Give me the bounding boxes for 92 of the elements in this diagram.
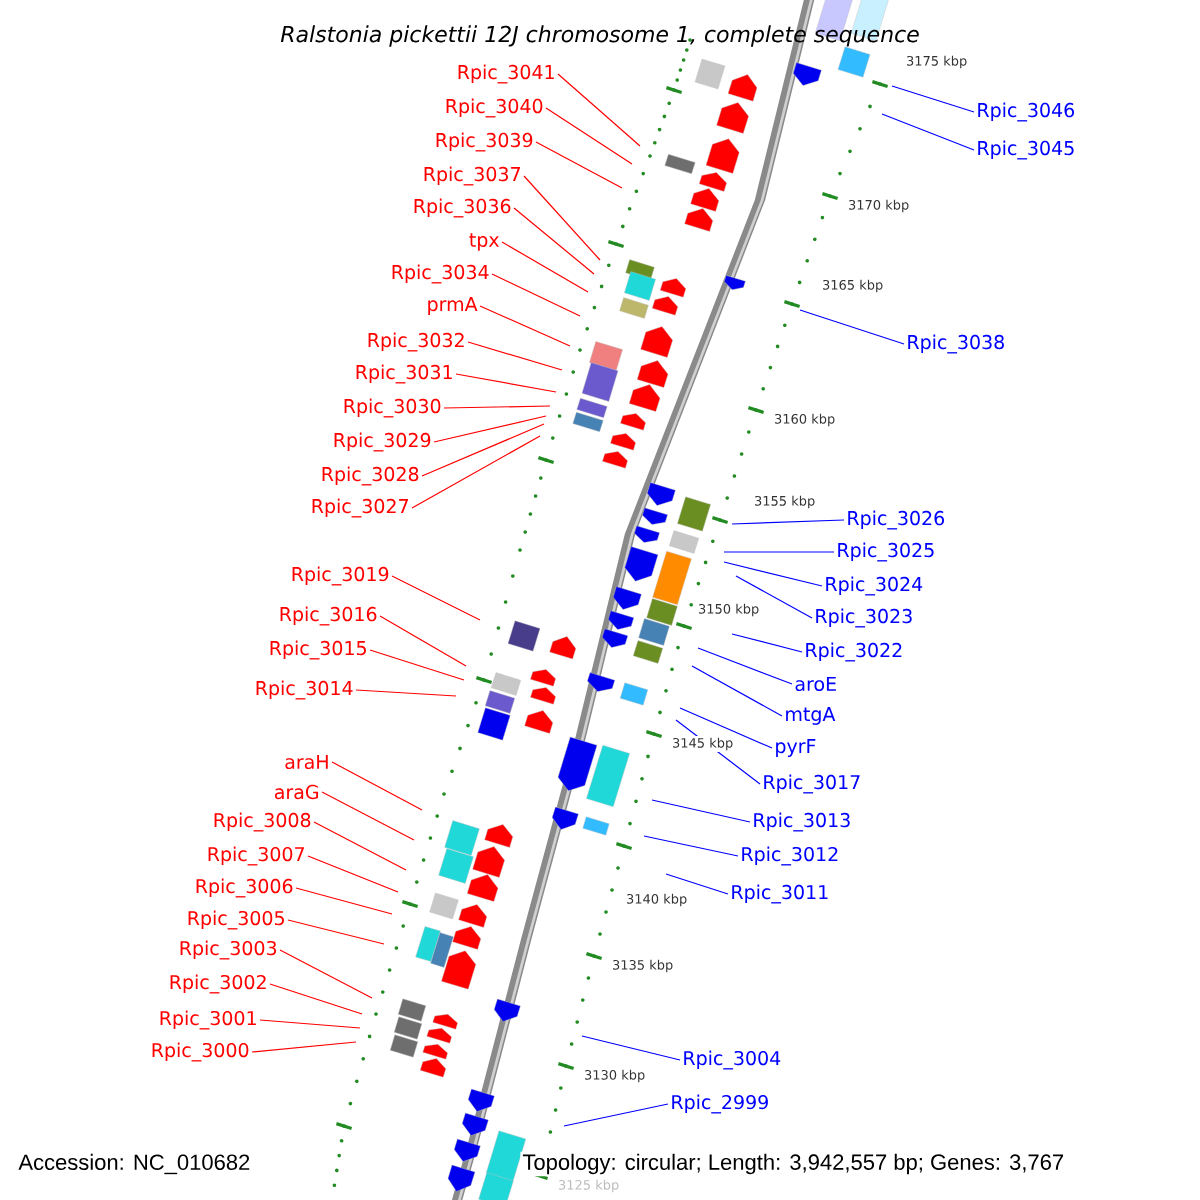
gene-label: Rpic_3030 [344,398,441,418]
leader-line [411,435,541,509]
leader-line [279,949,373,999]
leader-line [331,761,423,811]
leader-line [581,1035,681,1061]
leader-line [307,855,399,893]
leader-line [545,107,633,165]
leader-line [251,1041,357,1053]
leader-line [535,141,623,189]
leader-line [259,1019,361,1029]
gene-label: Rpic_3005 [188,910,284,930]
gene-label: Rpic_3015 [270,640,366,660]
gene-label: Rpic_3045 [978,140,1074,160]
leader-line [891,85,975,113]
leader-line [467,341,563,371]
gene-label: pyrF [776,739,816,757]
gene-label: Rpic_3040 [446,98,543,118]
gene-label: mtgA [786,707,836,725]
gene-label: Rpic_3024 [826,576,923,596]
leader-line [433,415,547,443]
leader-line [723,561,823,587]
gene-label: Rpic_3038 [908,334,1004,354]
gene-label: Rpic_3017 [764,774,860,794]
gene-label: Rpic_3008 [214,812,311,832]
gene-label: Rpic_3006 [196,878,293,898]
leader-line [523,175,601,261]
leader-line [321,791,415,841]
gene-label: Rpic_3002 [170,974,266,994]
gene-label: Rpic_3032 [368,332,464,352]
title: Ralstonia pickettii 12J chromosome 1, complete sequence [280,25,919,47]
gene-label: Rpic_3034 [392,264,489,284]
gene-label: Rpic_3001 [160,1010,256,1030]
leader-line [651,799,751,823]
gene-label: Rpic_3012 [742,846,838,866]
leader-line [691,665,783,717]
leader-line [881,113,975,151]
gene-label: aroE [795,676,836,692]
gene-label: Rpic_3046 [978,102,1075,122]
leader-line [355,689,457,697]
gene-label: araH [285,754,328,770]
gene-label: Rpic_2999 [672,1094,768,1114]
gene-label: Rpic_3041 [458,64,554,84]
leader-line [513,207,595,275]
leader-line [679,707,773,749]
leader-line [313,821,407,871]
leader-line [501,241,589,293]
gene-label: Rpic_3026 [848,510,945,530]
gene-label: Rpic_3029 [334,432,431,452]
accession-text: Accession: NC_010682 [18,1153,250,1175]
gene-label: Rpic_3031 [356,364,452,384]
gene-label: Rpic_3016 [280,606,377,626]
leader-line [479,305,571,347]
leader-line [665,873,729,895]
leader-line [269,983,363,1015]
gene-label: Rpic_3037 [424,166,520,186]
leader-line [295,887,393,915]
leader-line [799,309,905,345]
gene-label: Rpic_3007 [208,846,304,866]
gene-label: Rpic_3003 [180,940,277,960]
leader-line [643,835,739,857]
leader-line [379,615,467,667]
gene-label: Rpic_3004 [684,1050,781,1070]
summary-text: Topology: circular; Length: 3,942,557 bp; Genes: 3,767 [520,1151,1067,1177]
gene-label: Rpic_3028 [322,466,419,486]
gene-label: prmA [428,297,478,315]
gene-label: tpx [469,233,499,251]
leader-line [391,575,481,621]
gene-label: Rpic_3022 [806,642,902,662]
gene-label: Rpic_3039 [436,132,533,152]
gene-label: Rpic_3014 [256,680,353,700]
gene-label: Rpic_3000 [152,1042,249,1062]
gene-label: Rpic_3023 [816,608,912,628]
gene-label: Rpic_3025 [838,542,934,562]
gene-label: Rpic_3011 [732,884,828,904]
leader-line [563,1103,669,1127]
leader-line [369,649,465,681]
leader-line [731,519,845,525]
gene-label: Rpic_3013 [754,812,850,832]
gene-label: araG [274,784,319,800]
gene-label: Rpic_3019 [292,566,389,586]
leader-line [491,273,581,317]
gene-label: Rpic_3036 [414,198,511,218]
leader-line [455,373,557,393]
leader-line [421,423,545,477]
leader-line [731,633,803,653]
leader-line [557,73,641,147]
gene-label: Rpic_3027 [312,498,408,518]
leader-line [287,919,385,945]
leader-line [443,405,551,409]
leader-line [735,575,813,619]
leader-line [697,647,793,685]
leader-line [723,551,835,553]
